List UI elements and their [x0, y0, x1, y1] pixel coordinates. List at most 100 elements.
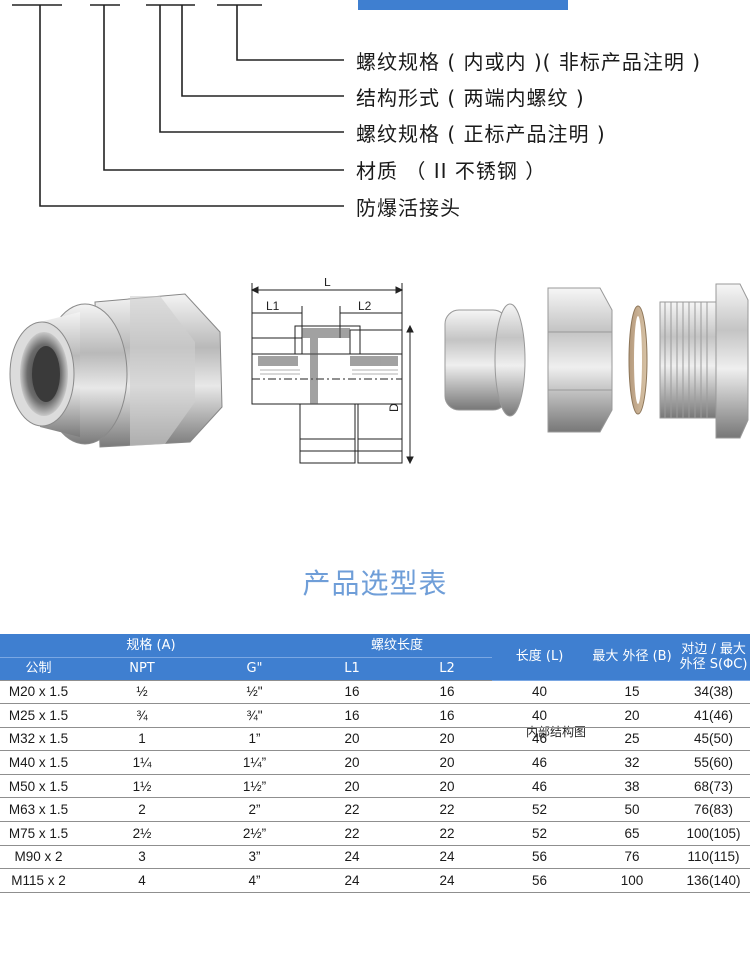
cell-npt: ¾ [77, 703, 207, 728]
cell-npt: 2½ [77, 821, 207, 846]
cell-npt: 1 [77, 727, 207, 752]
cell-across: 41(46) [677, 703, 750, 728]
cell-length: 46 [492, 774, 588, 799]
cell-l1: 24 [302, 868, 402, 893]
cell-g: 3” [207, 845, 302, 870]
code-legend: 螺纹规格 ( 内或内 )( 非标产品注明 ) 结构形式 ( 两端内螺纹 ) 螺纹… [0, 0, 750, 235]
cell-npt: 3 [77, 845, 207, 870]
cell-l1: 22 [302, 797, 402, 823]
cell-g: ½" [207, 679, 302, 705]
cell-length: 46 [492, 727, 588, 752]
cell-across: 136(140) [677, 868, 750, 893]
cell-across: 68(73) [677, 774, 750, 799]
cell-max-od: 65 [587, 821, 678, 846]
cell-g: 2” [207, 797, 302, 823]
table-row: M32 x 1.5 1 1” 20 20 46 25 45(50) [0, 727, 750, 752]
cell-metric: M75 x 1.5 [0, 821, 77, 846]
header-g: G" [207, 657, 302, 680]
cell-l2: 24 [402, 868, 493, 893]
header-length: 长度 (L) [492, 634, 588, 681]
legend-item-material: 材质 （ II 不锈钢 ） [356, 159, 547, 183]
header-l2: L2 [402, 657, 493, 680]
header-group-spec: 规格 (A) [0, 634, 302, 658]
legend-item-thread-spec-standard: 螺纹规格 ( 正标产品注明 ) [356, 122, 606, 146]
legend-item-product-name: 防爆活接头 [356, 196, 461, 220]
drawing-label-L1: L1 [266, 299, 280, 313]
drawing-label-L: L [324, 278, 331, 289]
cell-l2: 20 [402, 750, 493, 775]
product-selection-table: 规格 (A) 螺纹长度 长度 (L) 最大 外径 (B) 对边 / 最大 外径 … [0, 634, 750, 893]
product-images: L L1 L2 D [0, 250, 750, 739]
cell-l1: 20 [302, 774, 402, 799]
product-photo-union [9, 293, 223, 448]
cell-g: 1¼” [207, 750, 302, 775]
cell-g: 4” [207, 868, 302, 893]
cell-metric: M40 x 1.5 [0, 750, 77, 775]
table-row: M50 x 1.5 1½ 1½” 20 20 46 38 68(73) [0, 774, 750, 799]
top-banner [358, 0, 568, 10]
technical-drawing: L L1 L2 D [250, 278, 414, 465]
cell-npt: 1½ [77, 774, 207, 799]
cell-length: 40 [492, 679, 588, 705]
cell-metric: M50 x 1.5 [0, 774, 77, 799]
header-across-flats: 对边 / 最大 外径 S(ΦC) [677, 634, 750, 681]
cell-max-od: 25 [587, 727, 678, 752]
cell-length: 56 [492, 868, 588, 893]
cell-g: 2½” [207, 821, 302, 846]
cell-npt: 2 [77, 797, 207, 823]
cell-l2: 20 [402, 774, 493, 799]
table-row: M115 x 2 4 4” 24 24 56 100 136(140) [0, 868, 750, 893]
cell-l2: 22 [402, 821, 493, 846]
legend-item-thread-spec-nonstandard: 螺纹规格 ( 内或内 )( 非标产品注明 ) [356, 50, 701, 74]
table-row: M25 x 1.5 ¾ ¾" 16 16 40 20 41(46) [0, 703, 750, 728]
cell-npt: 4 [77, 868, 207, 893]
cell-across: 55(60) [677, 750, 750, 775]
cell-max-od: 15 [587, 679, 678, 705]
cell-l2: 16 [402, 679, 493, 705]
cell-max-od: 20 [587, 703, 678, 728]
cell-l1: 22 [302, 821, 402, 846]
cell-max-od: 50 [587, 797, 678, 823]
header-l1: L1 [302, 657, 402, 680]
table-row: M75 x 1.5 2½ 2½” 22 22 52 65 100(105) [0, 821, 750, 846]
legend-leader-lines [12, 4, 344, 207]
table-row: M90 x 2 3 3” 24 24 56 76 110(115) [0, 845, 750, 870]
cell-metric: M20 x 1.5 [0, 679, 77, 705]
cell-l2: 24 [402, 845, 493, 870]
cell-max-od: 32 [587, 750, 678, 775]
cell-max-od: 76 [587, 845, 678, 870]
drawing-label-D: D [387, 403, 401, 412]
cell-g: 1” [207, 727, 302, 752]
header-max-od: 最大 外径 (B) [587, 634, 678, 681]
cell-max-od: 38 [587, 774, 678, 799]
cell-length: 52 [492, 797, 588, 823]
cell-metric: M90 x 2 [0, 845, 77, 870]
cell-l1: 16 [302, 679, 402, 705]
internal-parts-photo [444, 283, 749, 439]
cell-l2: 20 [402, 727, 493, 752]
cell-l1: 20 [302, 750, 402, 775]
cell-npt: 1¼ [77, 750, 207, 775]
cell-l1: 20 [302, 727, 402, 752]
cell-l2: 22 [402, 797, 493, 823]
cell-length: 52 [492, 821, 588, 846]
table-row: M63 x 1.5 2 2” 22 22 52 50 76(83) [0, 797, 750, 823]
table-row: M20 x 1.5 ½ ½" 16 16 40 15 34(38) [0, 679, 750, 705]
cell-l1: 16 [302, 703, 402, 728]
cell-across: 45(50) [677, 727, 750, 752]
cell-length: 46 [492, 750, 588, 775]
cell-g: ¾" [207, 703, 302, 728]
section-title: 产品选型表 [302, 567, 448, 600]
cell-metric: M63 x 1.5 [0, 797, 77, 823]
cell-across: 34(38) [677, 679, 750, 705]
cell-l2: 16 [402, 703, 493, 728]
cell-across: 110(115) [677, 845, 750, 870]
table-row: M40 x 1.5 1¼ 1¼” 20 20 46 32 55(60) [0, 750, 750, 775]
cell-metric: M25 x 1.5 [0, 703, 77, 728]
legend-item-structure: 结构形式 ( 两端内螺纹 ) [356, 86, 585, 110]
cell-across: 76(83) [677, 797, 750, 823]
drawing-label-L2: L2 [358, 299, 372, 313]
header-npt: NPT [77, 657, 207, 680]
cell-max-od: 100 [587, 868, 678, 893]
cell-metric: M115 x 2 [0, 868, 77, 893]
